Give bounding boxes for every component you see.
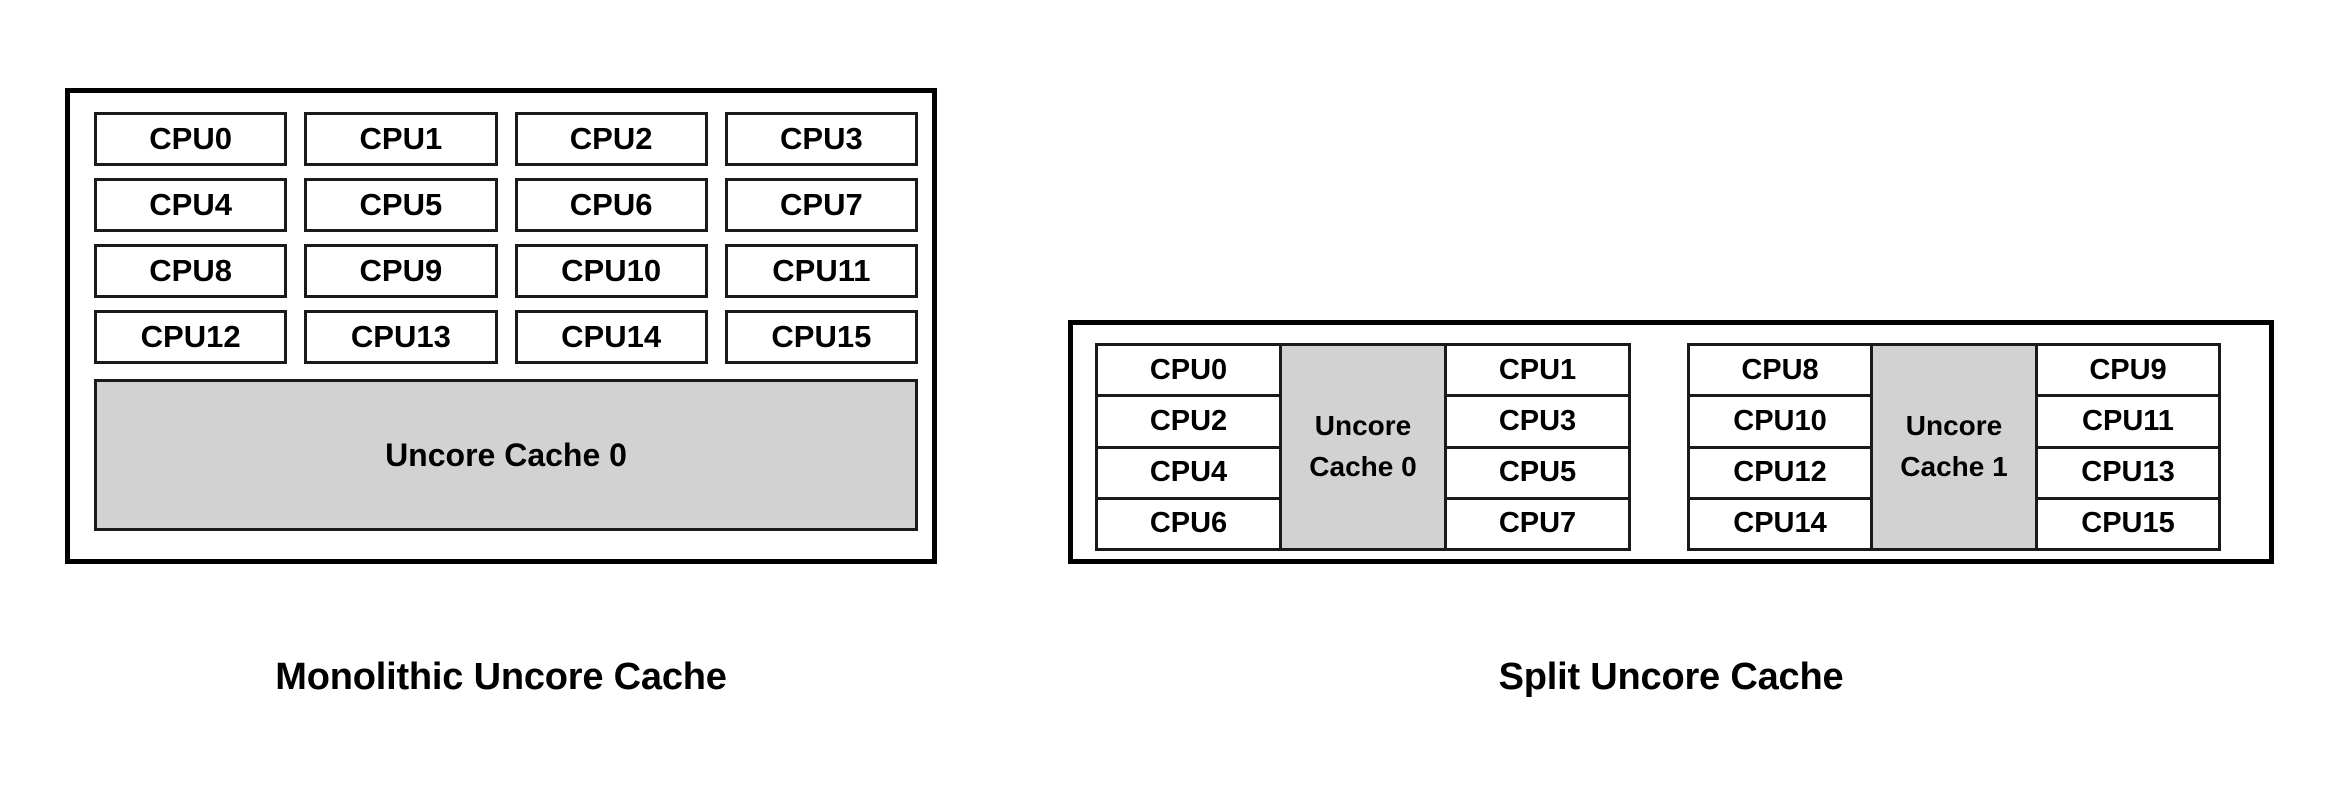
cpu-box: CPU8: [1687, 343, 1873, 398]
cpu-box: CPU4: [94, 178, 288, 232]
uncore-cache-box: Uncore Cache 0: [1279, 343, 1447, 551]
cpu-box: CPU14: [514, 310, 708, 364]
cpu-box: CPU10: [514, 244, 708, 298]
cpu-box: CPU1: [1444, 343, 1631, 398]
split-cluster-1: CPU8 CPU10 CPU12 CPU14 Uncore Cache 1 CP…: [1687, 343, 2257, 551]
cpu-box: CPU11: [724, 244, 918, 298]
cpu-box: CPU2: [514, 112, 708, 166]
split-cluster-0: CPU0 CPU2 CPU4 CPU6 Uncore Cache 0 CPU1 …: [1095, 343, 1667, 551]
monolithic-figure-caption: Monolithic Uncore Cache: [275, 656, 727, 698]
monolithic-cpu-grid: CPU0 CPU1 CPU2 CPU3 CPU4 CPU5 CPU6 CPU7 …: [94, 112, 918, 364]
cpu-box: CPU3: [1444, 394, 1631, 449]
cluster-1-left-cpu-column: CPU8 CPU10 CPU12 CPU14: [1687, 343, 1873, 551]
uncore-cache-box: Uncore Cache 1: [1870, 343, 2038, 551]
cpu-box: CPU7: [1444, 496, 1631, 551]
cpu-box: CPU5: [1444, 445, 1631, 500]
split-figure-caption: Split Uncore Cache: [1498, 656, 1844, 698]
monolithic-uncore-cache-figure: CPU0 CPU1 CPU2 CPU3 CPU4 CPU5 CPU6 CPU7 …: [65, 88, 937, 564]
cpu-box: CPU2: [1095, 394, 1282, 449]
cpu-box: CPU6: [1095, 496, 1282, 551]
split-uncore-cache-figure: CPU0 CPU2 CPU4 CPU6 Uncore Cache 0 CPU1 …: [1068, 320, 2274, 564]
cpu-box: CPU0: [94, 112, 288, 166]
uncore-cache-box: Uncore Cache 0: [94, 379, 918, 531]
cpu-box: CPU9: [304, 244, 498, 298]
cluster-1-right-cpu-column: CPU9 CPU11 CPU13 CPU15: [2035, 343, 2221, 551]
cpu-box: CPU12: [1687, 445, 1873, 500]
cpu-box: CPU15: [724, 310, 918, 364]
cpu-box: CPU4: [1095, 445, 1282, 500]
cpu-box: CPU8: [94, 244, 288, 298]
cpu-box: CPU10: [1687, 394, 1873, 449]
cpu-box: CPU13: [304, 310, 498, 364]
cpu-box: CPU9: [2035, 343, 2221, 398]
cluster-0-left-cpu-column: CPU0 CPU2 CPU4 CPU6: [1095, 343, 1282, 551]
cpu-box: CPU12: [94, 310, 288, 364]
cpu-box: CPU1: [304, 112, 498, 166]
cpu-box: CPU7: [724, 178, 918, 232]
cpu-box: CPU6: [514, 178, 708, 232]
cpu-box: CPU5: [304, 178, 498, 232]
cpu-box: CPU13: [2035, 445, 2221, 500]
cpu-box: CPU11: [2035, 394, 2221, 449]
cpu-box: CPU15: [2035, 496, 2221, 551]
cpu-box: CPU0: [1095, 343, 1282, 398]
cpu-box: CPU3: [724, 112, 918, 166]
cpu-box: CPU14: [1687, 496, 1873, 551]
cluster-0-right-cpu-column: CPU1 CPU3 CPU5 CPU7: [1444, 343, 1631, 551]
